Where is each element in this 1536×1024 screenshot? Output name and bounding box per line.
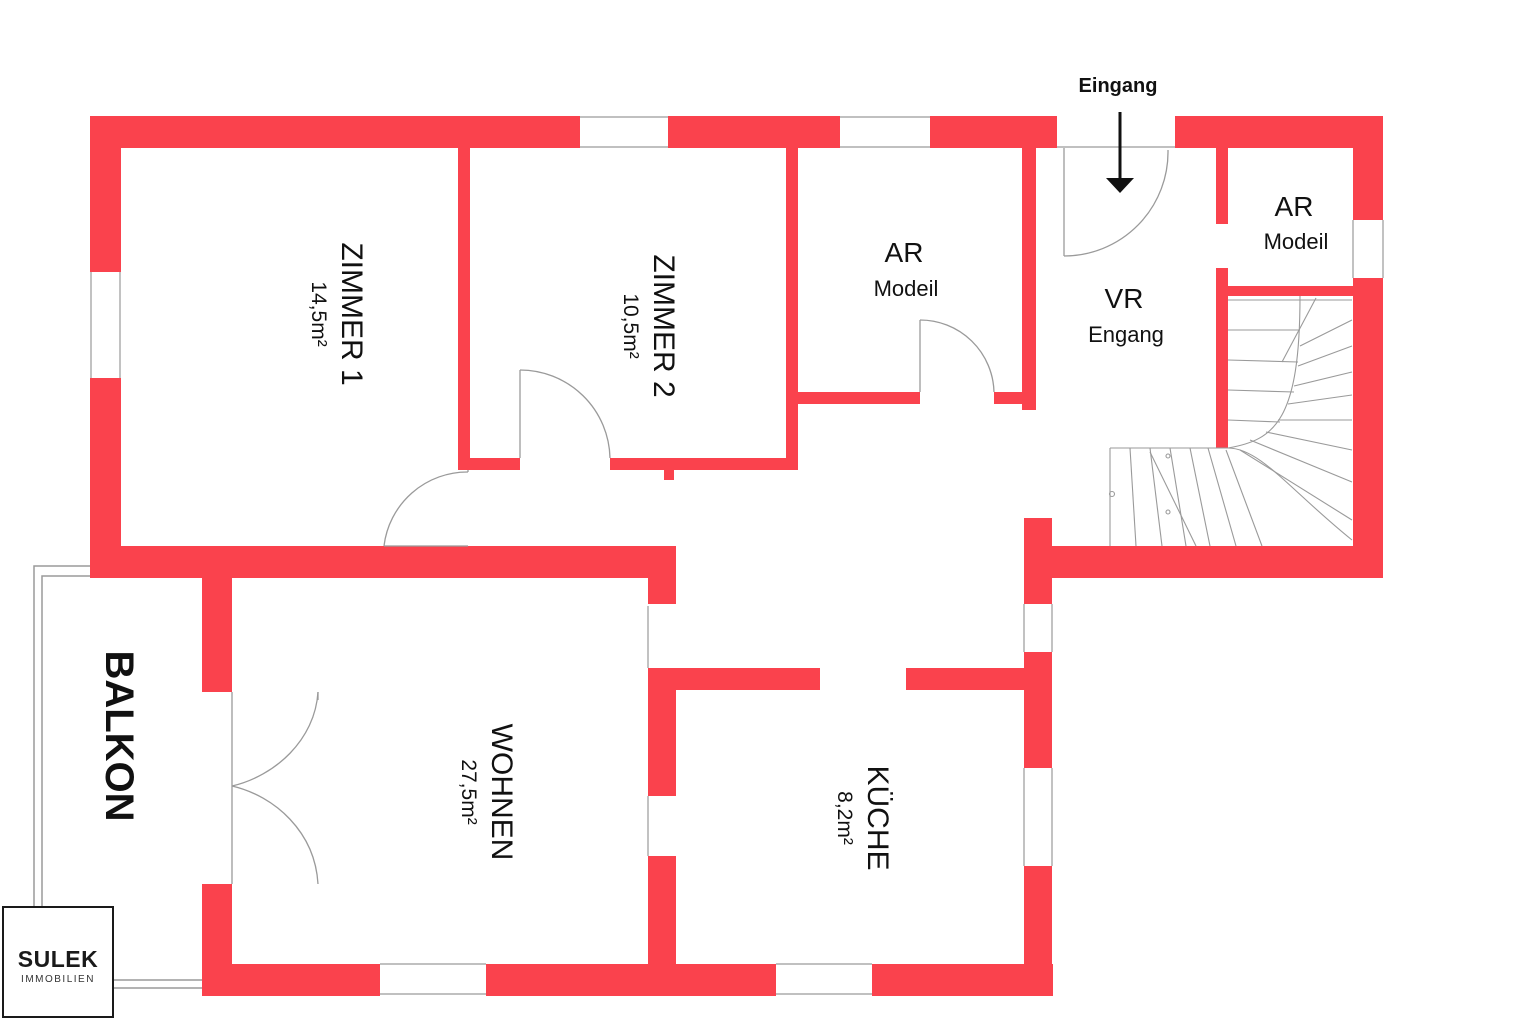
room-area-zimmer2: 10,5m² [619,293,642,358]
room-name-ar2: AR [1275,191,1314,222]
room-name-wohnen: WOHNEN [485,724,518,861]
room-area-wohnen: 27,5m² [457,759,480,824]
room-zimmer2: ZIMMER 2 10,5m² [619,254,680,397]
room-area-zimmer1: 14,5m² [307,281,330,346]
room-sub-ar1: Modeil [874,276,939,301]
stairs [1108,295,1353,547]
entrance-arrow-icon [1106,112,1134,193]
room-name-kueche: KÜCHE [861,765,894,870]
room-sub-ar2: Modeil [1264,229,1329,254]
room-balkon: BALKON [97,650,141,821]
walls [90,116,1383,996]
logo-name: SULEK [17,946,99,972]
room-kueche: KÜCHE 8,2m² [833,765,894,870]
room-name-zimmer2: ZIMMER 2 [647,254,680,397]
company-logo: SULEK IMMOBILIEN [2,906,114,1018]
logo-subtitle: IMMOBILIEN [21,974,95,985]
room-zimmer1: ZIMMER 1 14,5m² [307,242,368,385]
room-name-vr: VR [1105,283,1144,314]
window-gaps [90,116,1384,995]
room-name-balkon: BALKON [97,650,141,821]
doors [231,148,1169,885]
room-sub-vr: Engang [1088,322,1164,347]
room-area-kueche: 8,2m² [833,791,856,845]
entrance-label: Eingang [1079,75,1158,97]
balcony-outline [33,565,204,989]
room-name-ar1: AR [885,237,924,268]
room-wohnen: WOHNEN 27,5m² [457,724,518,861]
room-name-zimmer1: ZIMMER 1 [335,242,368,385]
